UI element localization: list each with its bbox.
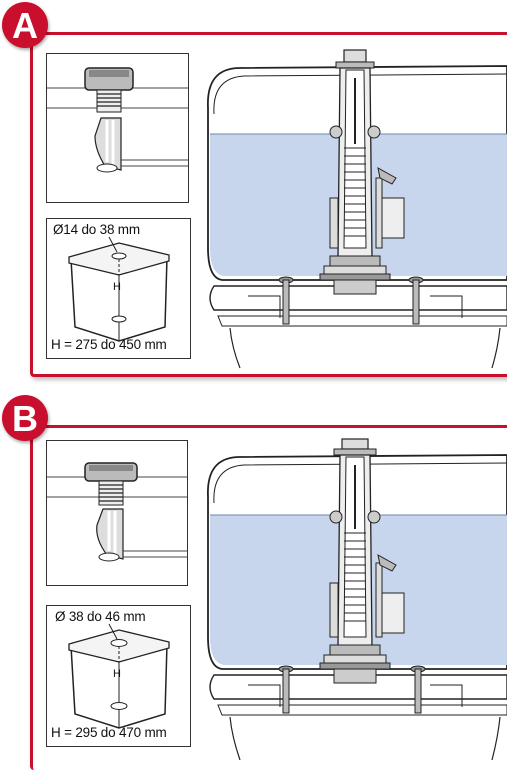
valve-seat-illustration xyxy=(47,67,188,173)
opening-diameter-label: Ø 38 do 46 mm xyxy=(55,609,146,624)
cistern-cross-section xyxy=(200,437,507,760)
cistern-cross-section xyxy=(200,48,507,373)
valve-seat-illustration xyxy=(47,462,187,562)
height-marker-label: H xyxy=(113,281,121,293)
cistern-illustration xyxy=(68,623,170,729)
flush-valve-cross-section xyxy=(207,438,507,760)
cistern-illustration xyxy=(68,236,170,342)
cistern-dimension-box: Ø 38 do 46 mm H H = 295 do 470 mm xyxy=(46,605,191,747)
cistern-dimension-box: Ø14 do 38 mm H H = 275 do 450 mm xyxy=(46,218,191,359)
flush-valve-cross-section xyxy=(207,49,507,369)
height-range-label: H = 275 do 450 mm xyxy=(51,337,167,352)
panel-b: B Ø 38 do 46 mm H xyxy=(0,393,507,770)
panel-a: A Ø14 do 38 mm H H xyxy=(2,2,507,377)
opening-diameter-label: Ø14 do 38 mm xyxy=(53,222,140,237)
valve-detail-box xyxy=(46,53,189,203)
panel-a-badge: A xyxy=(2,2,48,48)
height-range-label: H = 295 do 470 mm xyxy=(51,725,167,740)
panel-b-badge: B xyxy=(2,395,48,441)
height-marker-label: H xyxy=(113,668,121,680)
valve-detail-box xyxy=(46,440,188,586)
